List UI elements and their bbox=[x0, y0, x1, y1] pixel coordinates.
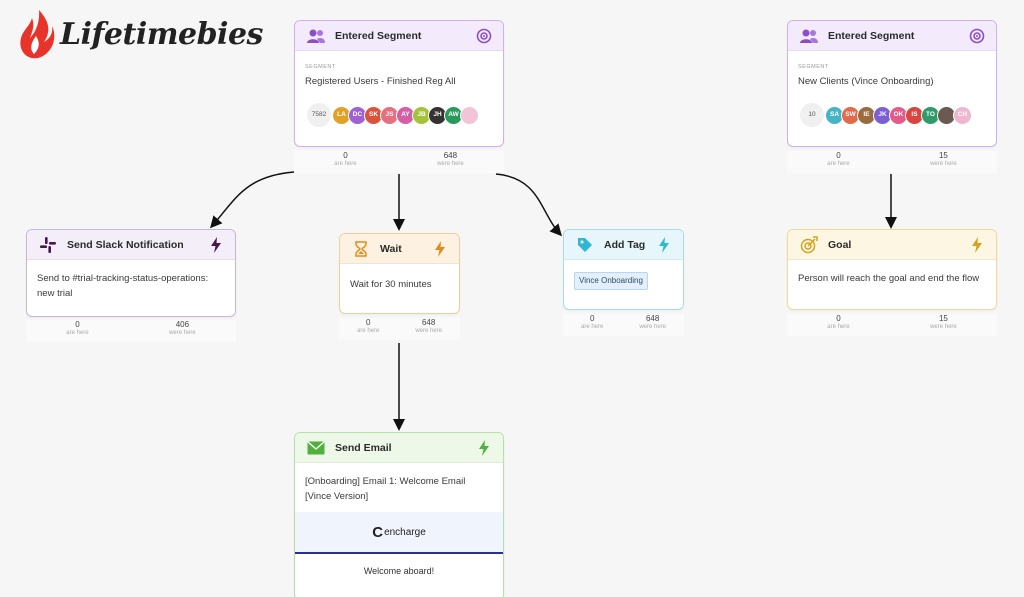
stat-were-label: were here bbox=[639, 324, 666, 330]
stat-here-label: are here bbox=[827, 324, 850, 330]
stat-here-label: are here bbox=[334, 161, 357, 167]
lightning-icon[interactable] bbox=[968, 236, 986, 254]
stat-were-label: were here bbox=[415, 328, 442, 334]
stat-here-label: are here bbox=[66, 330, 89, 336]
email-subject: [Onboarding] Email 1: Welcome Email [Vin… bbox=[305, 476, 466, 502]
avatar: CH bbox=[953, 105, 972, 125]
encharge-c-icon: C bbox=[372, 523, 384, 541]
node-title: Entered Segment bbox=[828, 29, 915, 42]
stat-here-count: 0 bbox=[836, 151, 841, 160]
connector-segment-to-slack bbox=[210, 171, 295, 229]
people-icon bbox=[798, 26, 820, 46]
lightning-icon[interactable] bbox=[207, 236, 225, 254]
brand-logo-text: Lifetimebies bbox=[60, 16, 263, 52]
lightning-icon[interactable] bbox=[431, 240, 449, 258]
stat-were-count: 15 bbox=[938, 314, 948, 323]
segment-label: SEGMENT bbox=[798, 64, 829, 70]
node-description: Person will reach the goal and end the f… bbox=[798, 273, 980, 284]
goal-icon bbox=[798, 235, 820, 255]
node-header: Entered Segment bbox=[788, 21, 996, 51]
add-tag-node[interactable]: Add Tag Vince Onboarding bbox=[563, 229, 684, 310]
avatar-stack: 10 SA SW IE JK OK IS TO CH bbox=[798, 101, 986, 130]
node-header: Entered Segment bbox=[295, 21, 503, 51]
envelope-icon bbox=[305, 438, 327, 458]
stat-were-label: were here bbox=[930, 324, 957, 330]
stat-were-count: 648 bbox=[443, 151, 458, 160]
people-icon bbox=[305, 26, 327, 46]
stat-here-label: are here bbox=[356, 328, 380, 334]
segment-name: Registered Users - Finished Reg All bbox=[305, 75, 456, 87]
encharge-logo: C encharge bbox=[372, 524, 426, 541]
avatar: SW bbox=[841, 105, 860, 125]
email-welcome-text: Welcome aboard! bbox=[363, 566, 435, 577]
stat-were-label: were here bbox=[930, 161, 957, 167]
flame-icon bbox=[20, 10, 55, 59]
slack-icon bbox=[37, 235, 59, 255]
segment-name: New Clients (Vince Onboarding) bbox=[798, 75, 934, 87]
send-email-node[interactable]: Send Email [Onboarding] Email 1: Welcome… bbox=[294, 432, 504, 597]
avatar: JS bbox=[380, 105, 399, 125]
encharge-logo-text: encharge bbox=[384, 526, 426, 538]
segment-label: SEGMENT bbox=[305, 64, 336, 70]
entered-segment-node-registered[interactable]: Entered Segment SEGMENT Registered Users… bbox=[294, 20, 504, 147]
stat-were-count: 648 bbox=[421, 318, 436, 327]
wait-node[interactable]: Wait Wait for 30 minutes bbox=[339, 233, 460, 314]
stat-here-label: are here bbox=[827, 161, 850, 167]
node-title: Entered Segment bbox=[335, 29, 422, 42]
tag-icon bbox=[574, 235, 596, 255]
email-preview[interactable]: C encharge bbox=[295, 512, 503, 555]
lightning-icon[interactable] bbox=[655, 236, 673, 254]
stat-here-count: 0 bbox=[836, 314, 841, 323]
member-count: 10 bbox=[798, 101, 826, 130]
node-title: Wait bbox=[380, 242, 402, 255]
node-description: Send to #trial-tracking-status-operation… bbox=[37, 273, 209, 299]
avatar: JH bbox=[428, 105, 447, 125]
stat-here-count: 0 bbox=[365, 318, 371, 327]
entered-segment-node-new-clients[interactable]: Entered Segment SEGMENT New Clients (Vin… bbox=[787, 20, 997, 147]
node-title: Send Email bbox=[335, 441, 392, 454]
stat-were-count: 15 bbox=[938, 151, 948, 160]
avatar bbox=[460, 105, 479, 125]
stat-were-label: were here bbox=[169, 330, 196, 336]
node-title: Goal bbox=[828, 238, 852, 251]
node-header: Goal bbox=[788, 230, 996, 260]
node-header: Send Email bbox=[295, 433, 503, 463]
target-icon[interactable] bbox=[968, 27, 986, 45]
node-title: Send Slack Notification bbox=[67, 238, 184, 251]
node-header: Send Slack Notification bbox=[27, 230, 235, 260]
node-header: Wait bbox=[340, 234, 459, 264]
brand-logo: Lifetimebies bbox=[18, 8, 263, 60]
lightning-icon[interactable] bbox=[475, 439, 493, 457]
avatar-stack: 7582 LA DC SK JS AY JB JH AW bbox=[305, 101, 493, 130]
stat-here-count: 0 bbox=[589, 314, 595, 323]
send-slack-notification-node[interactable]: Send Slack Notification Send to #trial-t… bbox=[26, 229, 236, 317]
tag-chip: Vince Onboarding bbox=[574, 272, 648, 291]
goal-node[interactable]: Goal Person will reach the goal and end … bbox=[787, 229, 997, 310]
target-icon[interactable] bbox=[475, 27, 493, 45]
node-header: Add Tag bbox=[564, 230, 683, 260]
stat-here-count: 0 bbox=[343, 151, 348, 160]
member-count: 7582 bbox=[305, 101, 333, 130]
stat-here-label: are here bbox=[580, 324, 604, 330]
node-title: Add Tag bbox=[604, 238, 646, 251]
stat-here-count: 0 bbox=[75, 320, 80, 329]
node-description: Wait for 30 minutes bbox=[350, 279, 432, 290]
stat-were-count: 648 bbox=[645, 314, 660, 323]
hourglass-icon bbox=[350, 239, 372, 259]
stat-were-count: 406 bbox=[175, 320, 190, 329]
connector-segment-to-tag bbox=[495, 173, 563, 237]
avatar: IS bbox=[905, 105, 924, 125]
stat-were-label: were here bbox=[437, 161, 464, 167]
